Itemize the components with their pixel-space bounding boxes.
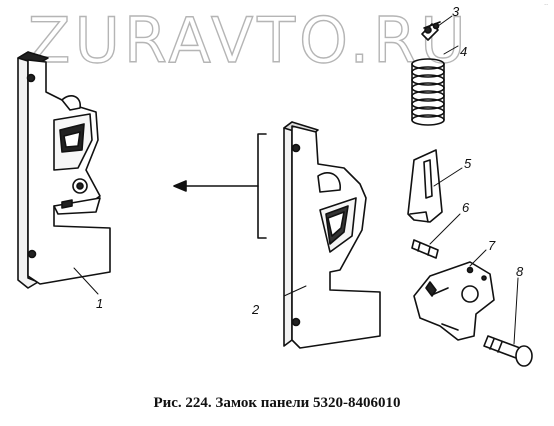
- assembly-arrow: [173, 133, 267, 239]
- callout-5: 5: [464, 156, 472, 171]
- callout-7: 7: [488, 238, 496, 253]
- callout-6: 6: [462, 200, 470, 215]
- lock-assembly-part-1: [17, 51, 111, 289]
- pin-part-6: [411, 239, 439, 259]
- pawl-part-7: [413, 261, 495, 341]
- callout-4: 4: [460, 44, 467, 59]
- callout-8: 8: [516, 264, 524, 279]
- corner-mark: ··: [544, 2, 548, 9]
- screw-part-8: [483, 335, 533, 367]
- callout-3: 3: [452, 4, 460, 19]
- leader-lines: [73, 15, 519, 345]
- callout-1: 1: [96, 296, 103, 311]
- latch-bar-part-5: [407, 149, 443, 223]
- figure-caption: Рис. 224. Замок панели 5320-8406010: [153, 395, 401, 411]
- lock-housing-part-2: [283, 121, 381, 349]
- spring-part-4: [411, 58, 445, 126]
- watermark-text: ZURAVTO.RU: [28, 4, 470, 77]
- callout-2: 2: [251, 302, 260, 317]
